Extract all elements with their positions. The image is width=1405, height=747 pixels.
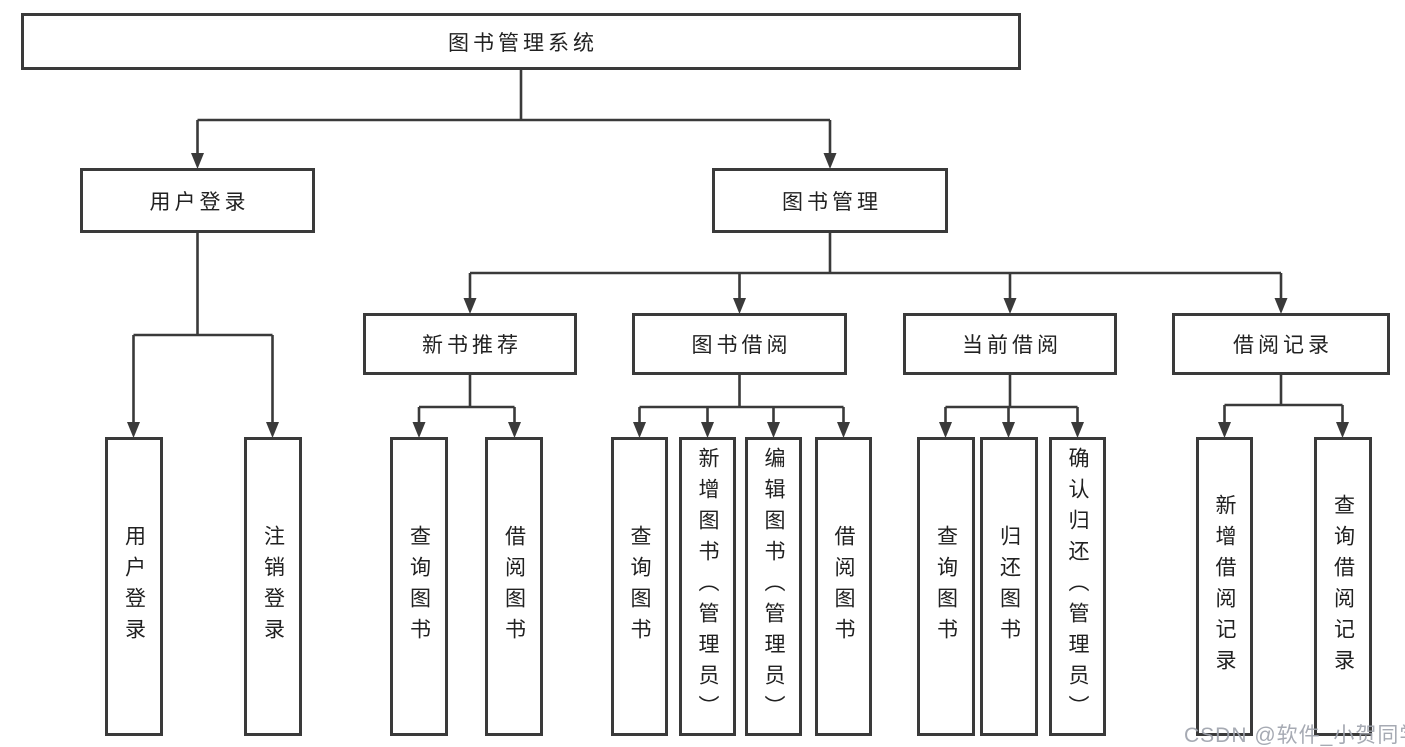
node-new-book-recommend: 新书推荐 [363,313,577,375]
watermark: CSDN @软件_小贺同学 [1184,724,1405,747]
leaf-recommend-query-books: 查询图书 [390,437,448,736]
leaf-current-confirm-return-admin: 确认归还（管理员） [1049,437,1106,736]
leaf-current-query-books: 查询图书 [917,437,975,736]
leaf-recommend-borrow-books: 借阅图书 [485,437,543,736]
leaf-current-return-books: 归还图书 [980,437,1038,736]
node-book-management: 图书管理 [712,168,948,233]
leaf-logout: 注销登录 [244,437,302,736]
node-library-system: 图书管理系统 [21,13,1021,70]
leaf-borrowing-edit-books-admin: 编辑图书（管理员） [745,437,802,736]
leaf-records-add-borrow-record: 新增借阅记录 [1196,437,1253,736]
node-current-borrowing: 当前借阅 [903,313,1117,375]
node-book-borrowing: 图书借阅 [632,313,847,375]
node-user-login: 用户登录 [80,168,315,233]
leaf-user-login: 用户登录 [105,437,163,736]
node-borrowing-records: 借阅记录 [1172,313,1390,375]
leaf-borrowing-query-books: 查询图书 [611,437,668,736]
leaf-records-query-borrow-record: 查询借阅记录 [1314,437,1372,736]
leaf-borrowing-borrow-books: 借阅图书 [815,437,872,736]
leaf-borrowing-add-books-admin: 新增图书（管理员） [679,437,736,736]
